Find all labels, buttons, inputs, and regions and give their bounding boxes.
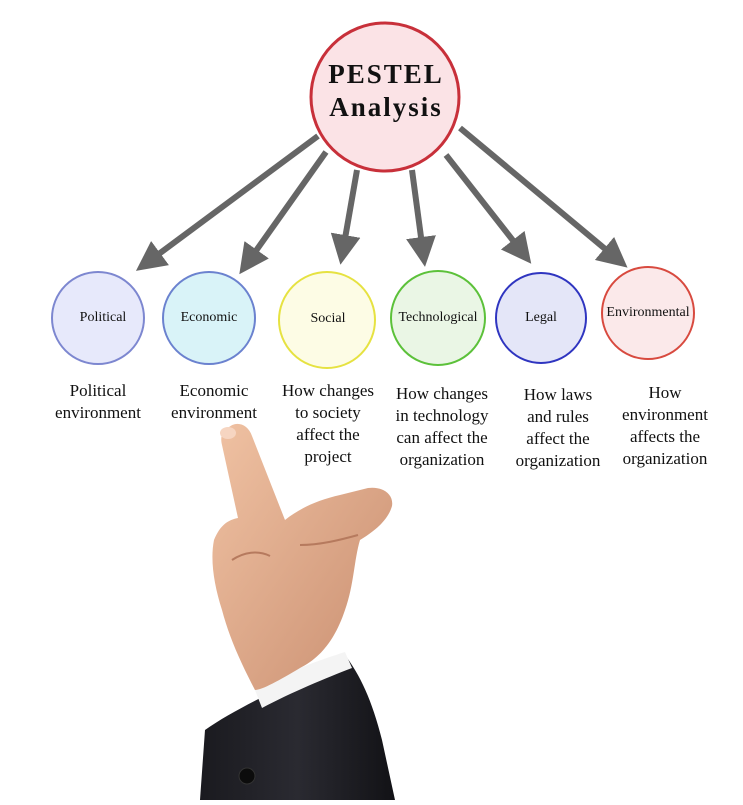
factor-label-legal: Legal [525,310,557,325]
thumb-crease [299,534,359,546]
hand [212,423,393,690]
arrow-to-environmental [458,125,628,268]
description-technological: How changes in technology can affect the… [395,384,489,469]
pointing-hand-illustration [200,423,395,800]
factor-circle-legal [495,272,587,364]
factor-label-social: Social [310,311,346,326]
description-legal: How laws and rules affect the organizati… [515,385,601,470]
factor-circle-environmental [601,266,695,360]
suit-sleeve [200,655,395,800]
factor-label-technological: Technological [398,310,478,325]
factor-circle-economic [162,271,256,365]
shirt-cuff [255,652,352,708]
knuckle-crease [231,551,271,561]
description-social: How changes to society affect the projec… [281,381,375,466]
title-circle [309,21,461,173]
description-economic: Economic environment [171,381,257,422]
factor-label-political: Political [79,310,127,325]
factor-circles [51,266,695,369]
connector-arrows [135,125,628,275]
fingernail [220,427,236,439]
arrow-to-economic [239,150,329,275]
factor-circle-political [51,271,145,365]
description-environmental: How environment affects the organization [622,383,708,468]
arrow-to-technological [406,169,436,267]
arrow-to-political [135,133,320,271]
factor-circle-social [278,271,376,369]
factor-label-economic: Economic [180,310,238,325]
description-political: Political environment [55,381,141,422]
factor-label-environmental: Environmental [606,305,690,320]
title-label: PESTEL Analysis [318,58,454,124]
title-line-1: PESTEL [328,59,444,89]
factor-circle-technological [390,270,486,366]
arrow-to-social [330,169,361,265]
sleeve-button [238,767,256,785]
arrow-to-legal [443,153,532,264]
title-line-2: Analysis [329,92,443,122]
